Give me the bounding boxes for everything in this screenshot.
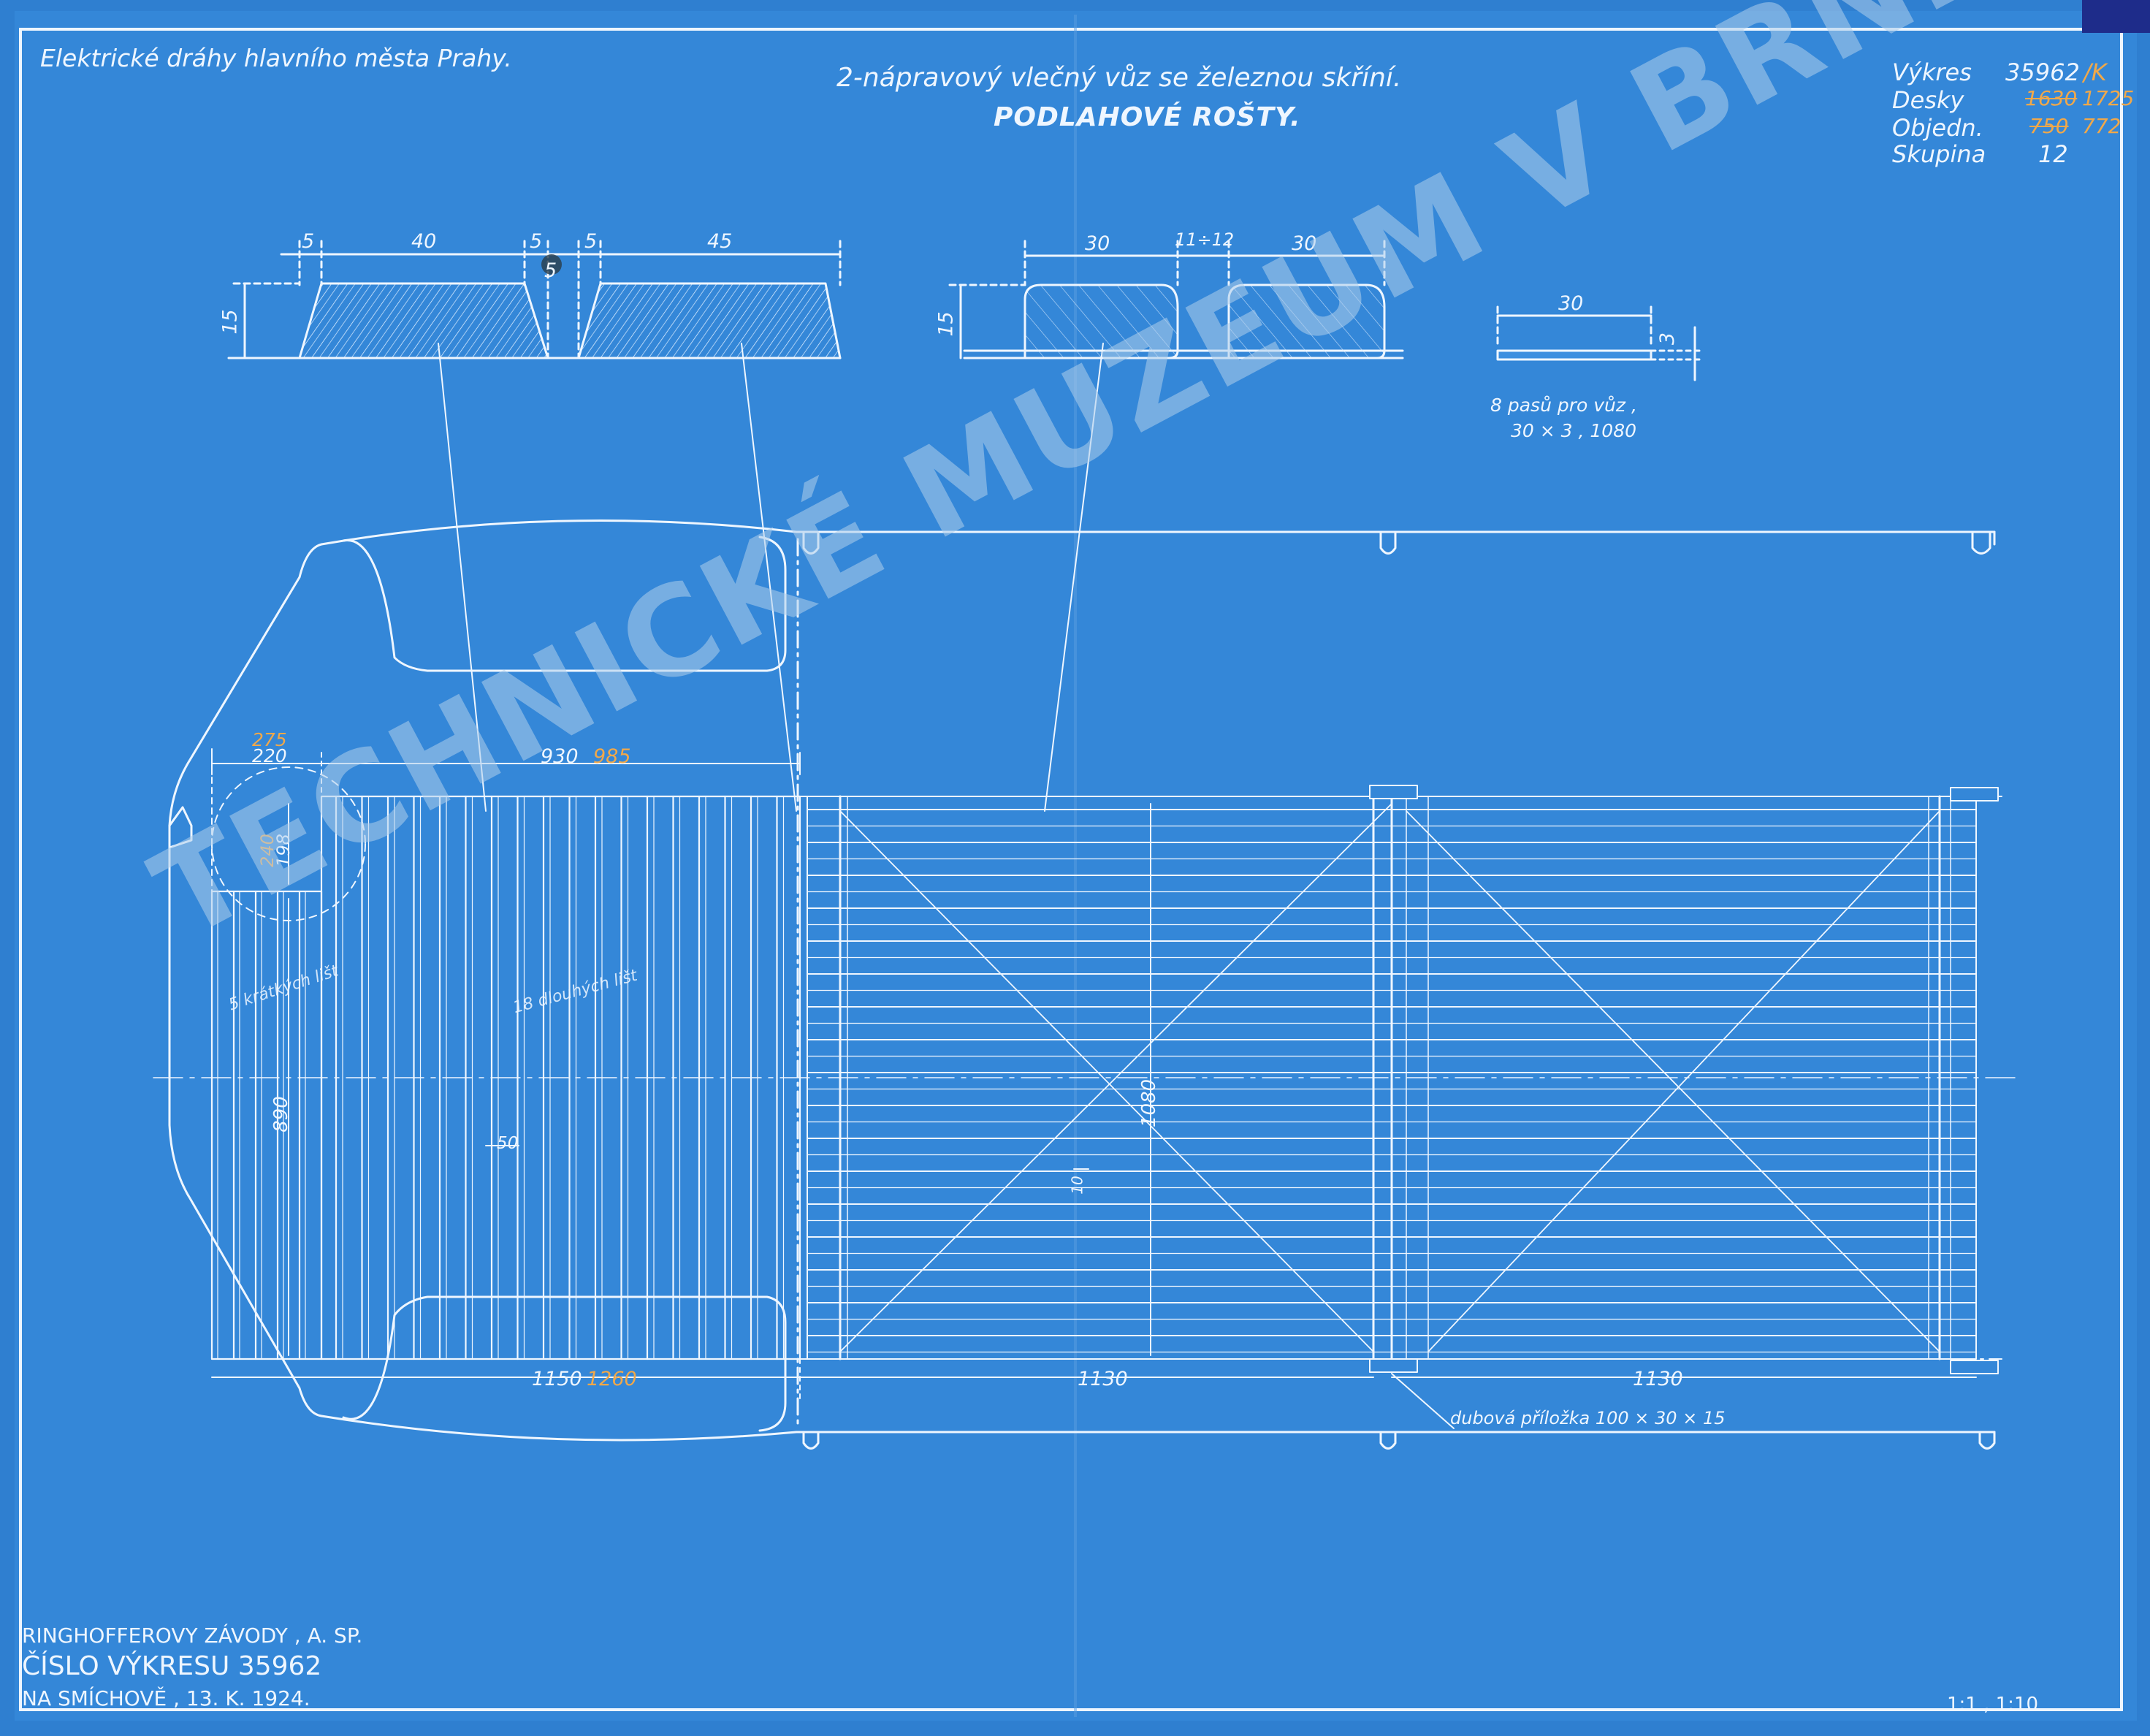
info-boards-old: 1630: [2025, 86, 2078, 110]
dim-5c: 5: [584, 230, 598, 253]
info-drawing-label: Výkres: [1892, 58, 1972, 86]
dim-5b: 5: [530, 230, 543, 253]
dim-890: 890: [270, 1096, 292, 1132]
strip-note-line1: 8 pasů pro vůz ,: [1490, 395, 1637, 416]
maker-name: RINGHOFFEROVY ZÁVODY , A. SP.: [22, 1623, 363, 1648]
info-order-old: 750: [2029, 114, 2069, 138]
dim-15b: 15: [934, 311, 958, 337]
leader-lines: [438, 343, 1104, 812]
info-drawing-suffix: /K: [2084, 58, 2107, 86]
dim-10: 10: [1068, 1176, 1086, 1195]
section-flat-strip: [1496, 305, 1704, 381]
section-bars-rounded: [948, 240, 1404, 359]
dim-1150: 1150: [532, 1368, 582, 1390]
dim-5d: 5: [544, 259, 557, 282]
right-grate: [799, 785, 2002, 1374]
info-order-label: Objedn.: [1892, 114, 1983, 142]
info-drawing-value: 35962: [2005, 58, 2080, 86]
dim-1080: 1080: [1138, 1078, 1161, 1128]
info-group-label: Skupina: [1892, 140, 1986, 168]
plan-dimensions: [211, 748, 1977, 1429]
dim-1130a: 1130: [1078, 1368, 1128, 1390]
dim-1130b: 1130: [1633, 1368, 1683, 1390]
drawing-title-line1: 2-nápravový vlečný vůz se železnou skřín…: [836, 63, 1402, 93]
dim-3: 3: [1656, 332, 1680, 346]
company-name: Elektrické dráhy hlavního města Prahy.: [40, 44, 512, 72]
drawing-title-line2: PODLAHOVÉ ROŠTY.: [994, 102, 1301, 132]
dim-30a: 30: [1085, 232, 1110, 255]
dim-30c: 30: [1558, 292, 1584, 315]
dim-45: 45: [707, 230, 733, 253]
info-order-new: 772: [2082, 114, 2122, 138]
dim-930: 930: [541, 745, 579, 768]
section-bars-trapezoid: [227, 240, 842, 359]
dim-985: 985: [593, 745, 631, 768]
dim-275: 275: [252, 729, 287, 750]
tape-corner: [2082, 0, 2150, 33]
strip-note-line2: 30 × 3 , 1080: [1511, 420, 1637, 441]
dim-15a: 15: [218, 309, 242, 335]
info-boards-new: 1725: [2082, 86, 2135, 110]
dim-40: 40: [411, 230, 437, 253]
dim-5a: 5: [302, 230, 315, 253]
dim-50: 50: [497, 1134, 519, 1153]
ink-blot: [541, 254, 562, 275]
info-group-value: 12: [2038, 140, 2068, 168]
drawing-border: [19, 28, 2123, 1711]
car-body-outline: [168, 519, 1996, 1450]
dim-30b: 30: [1292, 232, 1317, 255]
scale-note: 1:1 , 1:10: [1947, 1694, 2039, 1716]
dim-gap: 11÷12: [1175, 229, 1235, 250]
oak-plate-note: dubová příložka 100 × 30 × 15: [1450, 1408, 1726, 1428]
drawing-number: ČÍSLO VÝKRESU 35962: [22, 1651, 322, 1681]
dim-220: 220: [252, 745, 287, 766]
place-date: NA SMÍCHOVĚ , 13. K. 1924.: [22, 1686, 310, 1710]
info-boards-label: Desky: [1892, 86, 1964, 114]
dim-1260: 1260: [587, 1368, 637, 1390]
